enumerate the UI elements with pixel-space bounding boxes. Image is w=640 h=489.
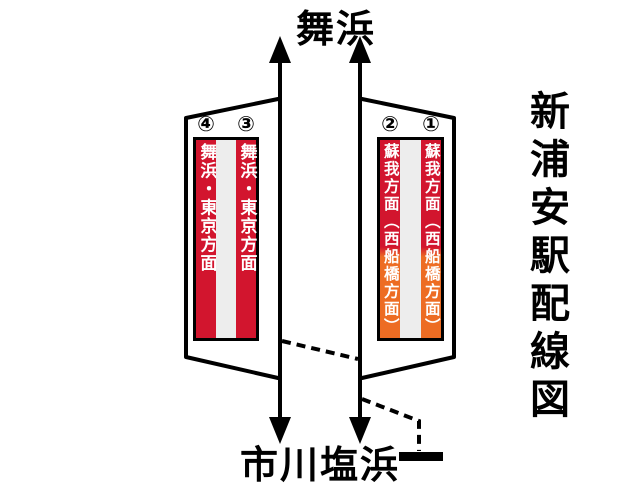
track-number-2: ② (381, 112, 399, 136)
track-number-3: ③ (237, 112, 255, 136)
left-platform-outline (184, 97, 280, 380)
down-arrow-left-icon (269, 417, 291, 444)
diagram-title: 新浦安駅配線図 (523, 90, 569, 426)
track-number-1: ① (422, 112, 440, 136)
crossover-dashed-line (281, 339, 359, 361)
down-arrow-right-icon (349, 417, 371, 444)
track-number-4: ④ (197, 112, 215, 136)
left-platform-surface (216, 140, 236, 338)
station-name-bottom: 市川塩浜 (239, 443, 400, 487)
right-platform-outline (360, 97, 456, 380)
track2-destination-label: 蘇我方面（西船橋方面） (381, 143, 400, 336)
track3-destination-bar: 舞浜・東京方面 (236, 140, 257, 338)
up-arrow-right-icon (349, 36, 371, 63)
track4-destination-bar: 舞浜・東京方面 (196, 140, 217, 338)
track2-destination-bar: 蘇我方面（西船橋方面） (380, 140, 400, 338)
right-platform-bars: 蘇我方面（西船橋方面） 蘇我方面（西船橋方面） (377, 137, 444, 341)
buffer-stop-bar (399, 452, 443, 461)
siding-dashed-line (361, 397, 421, 451)
right-platform-surface (400, 140, 421, 338)
track1-destination-label: 蘇我方面（西船橋方面） (422, 143, 441, 336)
left-platform-bars: 舞浜・東京方面 舞浜・東京方面 (193, 137, 259, 341)
track4-destination-label: 舞浜・東京方面 (196, 143, 217, 273)
station-name-top: 舞浜 (295, 7, 376, 51)
up-arrow-left-icon (269, 36, 291, 63)
track1-destination-bar: 蘇我方面（西船橋方面） (421, 140, 441, 338)
track3-destination-label: 舞浜・東京方面 (236, 143, 257, 273)
